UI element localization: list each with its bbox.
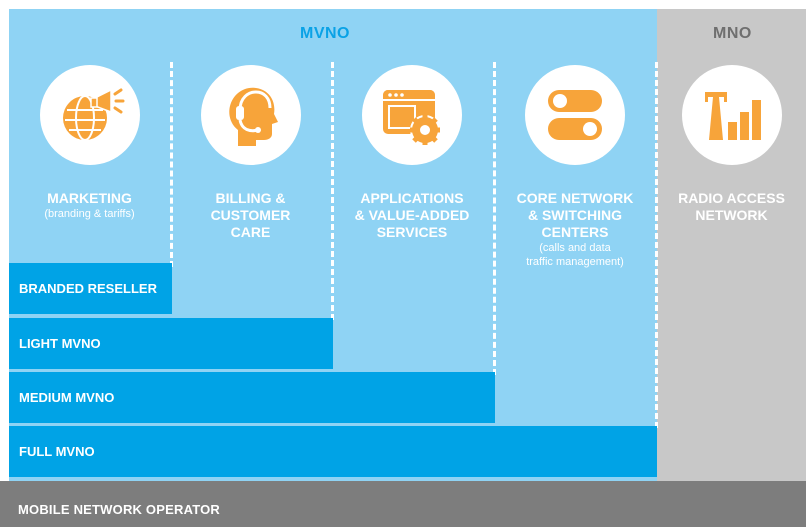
column-title: RADIO ACCESS NETWORK [678, 190, 785, 223]
tier-light-mvno: LIGHT MVNO [9, 318, 333, 369]
icon-circle [681, 65, 782, 165]
divider-2 [331, 62, 334, 320]
column-radio-access: RADIO ACCESS NETWORK [657, 65, 806, 224]
icon-circle [362, 65, 462, 165]
operator-label: MOBILE NETWORK OPERATOR [18, 502, 221, 517]
support-agent-headset-icon [228, 87, 278, 146]
switches-toggle-icon [548, 90, 602, 140]
column-marketing: MARKETING (branding & tariffs) [9, 65, 170, 221]
column-title: APPLICATIONS & VALUE-ADDED SERVICES [354, 190, 470, 240]
operator-bar [0, 481, 806, 527]
icon-circle [39, 65, 140, 165]
column-applications: APPLICATIONS & VALUE-ADDED SERVICES [331, 65, 493, 241]
mno-header: MNO [713, 25, 752, 42]
tier-medium-mvno: MEDIUM MVNO [9, 372, 495, 423]
antenna-signal-bars-icon [704, 92, 761, 140]
globe-megaphone-icon [62, 88, 124, 141]
mvno-header: MVNO [300, 25, 350, 42]
icon-circle [525, 65, 625, 165]
app-window-gear-icon [383, 90, 440, 145]
icon-circle [200, 65, 301, 165]
divider-1 [170, 62, 173, 267]
divider-3 [493, 62, 496, 375]
column-title: BILLING & CUSTOMER CARE [210, 190, 291, 240]
column-subtitle: (branding & tariffs) [44, 208, 135, 220]
column-core-network: CORE NETWORK & SWITCHING CENTERS (calls … [493, 65, 657, 269]
tier-full-mvno: FULL MVNO [9, 426, 657, 477]
column-title: MARKETING [47, 190, 132, 206]
column-subtitle: (calls and data traffic management) [526, 242, 624, 268]
column-title: CORE NETWORK & SWITCHING CENTERS [516, 190, 634, 240]
column-billing: BILLING & CUSTOMER CARE [170, 65, 331, 241]
tier-branded-reseller: BRANDED RESELLER [9, 263, 172, 314]
divider-4 [655, 62, 658, 428]
